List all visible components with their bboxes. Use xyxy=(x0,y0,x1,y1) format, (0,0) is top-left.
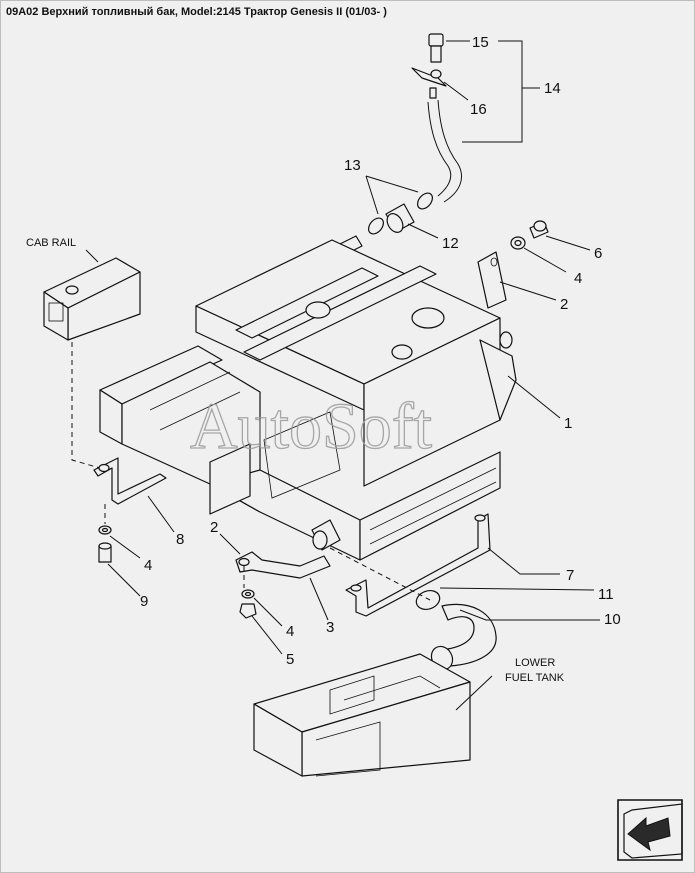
fuel-pipe-assembly[interactable] xyxy=(339,33,462,255)
callout-4-top: 4 xyxy=(574,270,582,287)
callout-2-lower: 2 xyxy=(210,519,218,536)
callout-10: 10 xyxy=(604,611,621,628)
lower-fuel-tank[interactable] xyxy=(253,653,471,777)
strap-fasteners-top[interactable] xyxy=(477,220,549,309)
callout-15: 15 xyxy=(472,34,489,51)
callout-12: 12 xyxy=(442,235,459,252)
callout-2-top: 2 xyxy=(560,296,568,313)
cab-rail[interactable] xyxy=(43,249,141,341)
page-title: 09A02 Верхний топливный бак, Model:2145 … xyxy=(6,6,387,18)
callout-14: 14 xyxy=(544,80,561,97)
callout-9: 9 xyxy=(140,593,148,610)
lower-strap[interactable] xyxy=(235,551,331,579)
callout-4-left: 4 xyxy=(144,557,152,574)
hose-dash xyxy=(329,547,431,601)
callout-5: 5 xyxy=(286,651,294,668)
callout-6: 6 xyxy=(594,245,602,262)
callout-7: 7 xyxy=(566,567,574,584)
left-bracket[interactable] xyxy=(93,457,167,505)
lower-fuel-tank-label-1: LOWER xyxy=(515,657,555,669)
callout-labels: 15 14 16 13 12 6 4 2 1 8 4 9 2 3 4 5 7 1… xyxy=(26,34,621,684)
callout-13: 13 xyxy=(344,157,361,174)
callout-16: 16 xyxy=(470,101,487,118)
callout-3: 3 xyxy=(326,619,334,636)
cab-rail-dash xyxy=(71,342,101,469)
watermark: AutoSoft xyxy=(190,390,432,463)
left-fasteners[interactable] xyxy=(98,525,112,563)
leader-lines xyxy=(107,40,600,711)
cab-rail-label: CAB RAIL xyxy=(26,237,76,249)
callout-8: 8 xyxy=(176,531,184,548)
right-bracket[interactable] xyxy=(345,513,491,617)
callout-4-lower: 4 xyxy=(286,623,294,640)
callout-1: 1 xyxy=(564,415,572,432)
arrow-nav-icon[interactable] xyxy=(617,799,683,861)
lower-fasteners[interactable] xyxy=(239,589,257,619)
lower-fuel-tank-label-2: FUEL TANK xyxy=(505,672,565,684)
lower-hose[interactable] xyxy=(414,587,497,673)
callout-11: 11 xyxy=(598,586,614,603)
fuel-tank[interactable] xyxy=(99,239,517,561)
